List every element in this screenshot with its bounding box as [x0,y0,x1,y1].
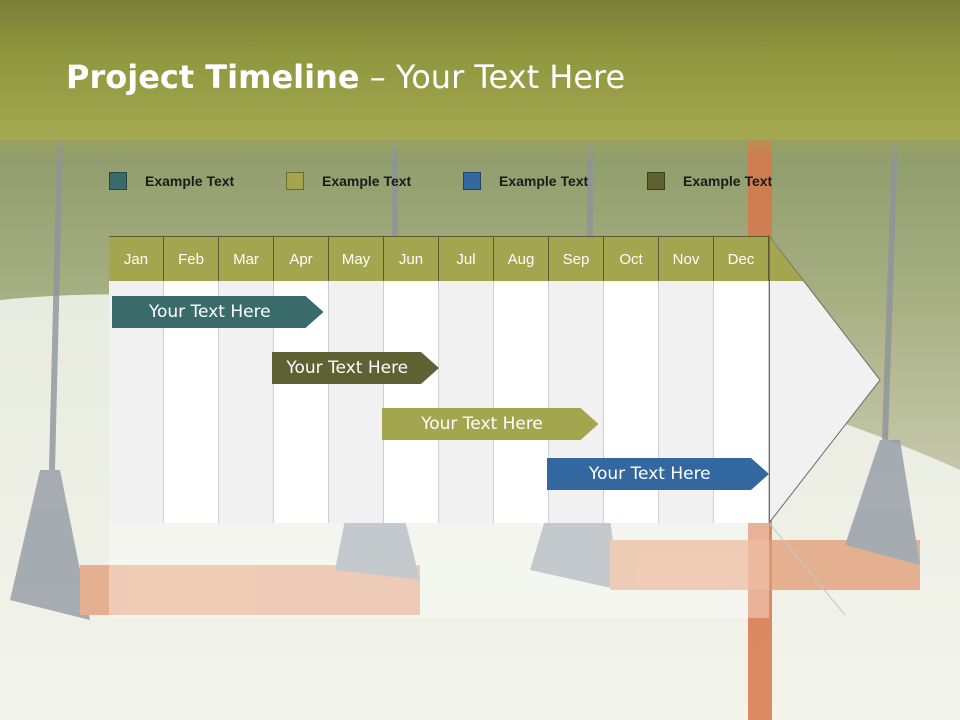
legend-label: Example Text [499,173,589,189]
legend-label: Example Text [683,173,773,189]
title-band-fade [0,120,960,160]
task-bar-label: Your Text Here [286,358,409,378]
title-band [0,0,960,140]
month-header: Jun [384,236,439,281]
page-title: Project Timeline – Your Text Here [66,58,625,96]
legend-item: Example Text [647,170,772,192]
month-header: Apr [274,236,329,281]
legend-label: Example Text [145,173,235,189]
task-bar-label: Your Text Here [421,414,543,434]
legend-item: Example Text [286,170,411,192]
legend-swatch [286,172,304,190]
legend: Example Text Example Text Example Text E… [0,170,960,194]
page-title-rest: – Your Text Here [359,58,626,96]
month-header: Mar [219,236,274,281]
month-header: Feb [164,236,219,281]
page-title-bold: Project Timeline [66,58,360,96]
task-bar: Your Text Here [112,296,324,328]
month-header: Aug [494,236,549,281]
task-bar: Your Text Here [272,352,440,384]
month-header: Sep [549,236,604,281]
month-column [494,281,549,523]
task-bar: Your Text Here [382,408,599,440]
legend-swatch [109,172,127,190]
month-header: May [329,236,384,281]
month-column [439,281,494,523]
task-bar: Your Text Here [547,458,770,490]
month-header: Jan [109,236,164,281]
month-header: Dec [714,236,769,281]
month-column [384,281,439,523]
legend-swatch [463,172,481,190]
legend-swatch [647,172,665,190]
month-header: Nov [659,236,714,281]
legend-label: Example Text [322,173,412,189]
legend-item: Example Text [463,170,588,192]
legend-item: Example Text [109,170,234,192]
month-header: Jul [439,236,494,281]
month-header: Oct [604,236,659,281]
task-bar-label: Your Text Here [588,464,711,484]
month-column [329,281,384,523]
timeline-arrowhead-header [769,236,803,281]
task-bar-label: Your Text Here [148,302,271,322]
